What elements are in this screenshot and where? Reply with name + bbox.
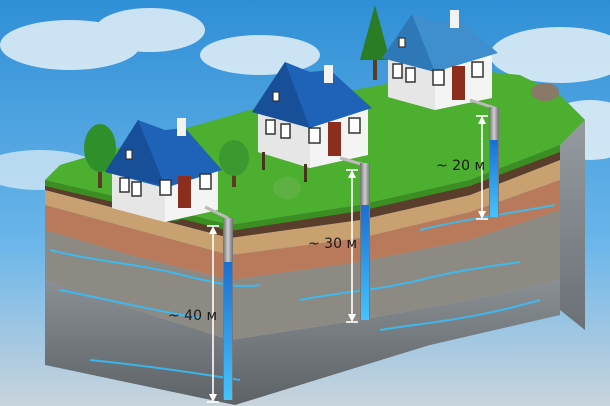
depth-label-well-2: ~ 30 м [308, 236, 357, 252]
well-pipe-icon [469, 98, 499, 217]
ground-side-face [560, 95, 585, 330]
house-icon [105, 118, 222, 222]
house-icon [382, 10, 498, 110]
tree-icon [84, 124, 116, 188]
tree-icon [219, 140, 249, 187]
depth-arrow-icon [476, 115, 488, 220]
depth-label-well-1: ~ 40 м [168, 308, 217, 324]
depth-label-well-3: ~ 20 м [436, 158, 485, 174]
well-pipe-icon [204, 205, 233, 400]
grass-edge [45, 145, 560, 231]
depth-arrow-icon [207, 225, 219, 403]
well-pipe-icon [339, 156, 370, 320]
tree-icon [360, 5, 390, 80]
house-icon [252, 62, 372, 182]
depth-arrow-icon [346, 169, 358, 323]
